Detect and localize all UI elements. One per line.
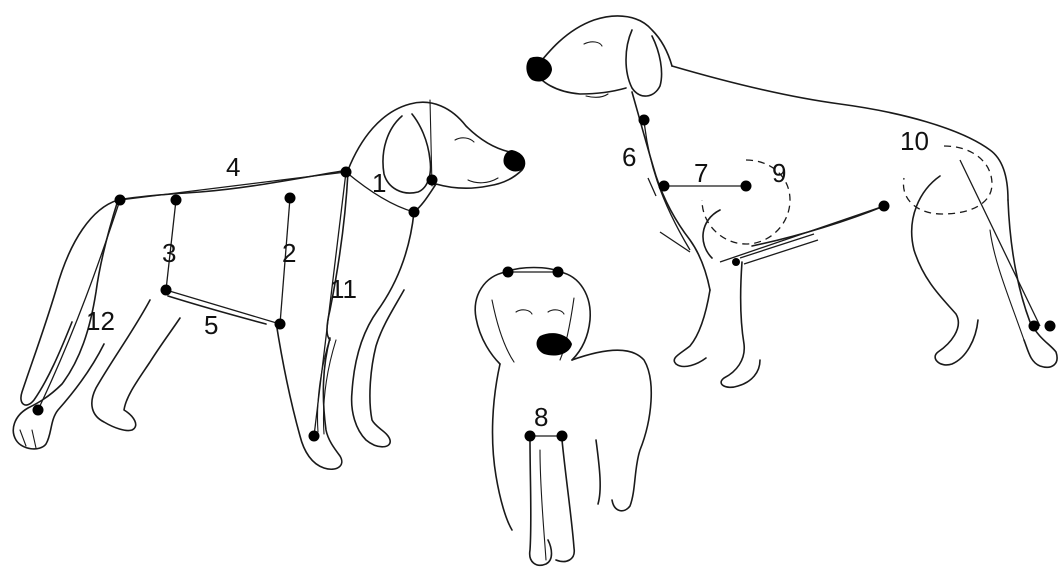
landmark-point xyxy=(171,195,182,206)
label-2: 2 xyxy=(282,238,296,268)
measurement-labels: 1 2 3 4 5 6 7 8 9 10 11 12 xyxy=(86,126,929,432)
label-5: 5 xyxy=(204,310,218,340)
measure-line-5 xyxy=(166,290,280,324)
label-7: 7 xyxy=(694,158,708,188)
landmark-point xyxy=(879,201,890,212)
landmark-point xyxy=(525,431,536,442)
landmark-point xyxy=(503,267,514,278)
nose-right-dog xyxy=(526,57,552,82)
landmark-point xyxy=(557,431,568,442)
landmark-point xyxy=(639,115,650,126)
dog-side-view-right xyxy=(526,16,1057,387)
landmark-point xyxy=(309,431,320,442)
landmark-point xyxy=(275,319,286,330)
landmark-point xyxy=(732,258,740,266)
measure-line-extension xyxy=(720,206,884,262)
landmark-point xyxy=(1029,321,1040,332)
measure-line-tail xyxy=(960,160,1040,326)
label-6: 6 xyxy=(622,142,636,172)
landmark-point xyxy=(341,167,352,178)
measurements-left-dog xyxy=(33,150,526,442)
landmark-point xyxy=(659,181,670,192)
landmark-point xyxy=(741,181,752,192)
measure-line-12 xyxy=(38,200,120,410)
measure-line-11 xyxy=(314,172,346,436)
measurements-right-dog xyxy=(639,115,1056,332)
label-11: 11 xyxy=(330,274,357,304)
dog-front-view-center xyxy=(475,268,651,566)
landmark-point xyxy=(1045,321,1056,332)
landmark-point xyxy=(427,175,438,186)
landmark-point xyxy=(285,193,296,204)
label-12: 12 xyxy=(86,306,115,336)
label-4: 4 xyxy=(226,152,240,182)
landmark-point xyxy=(115,195,126,206)
landmark-point xyxy=(553,267,564,278)
label-9: 9 xyxy=(772,158,786,188)
landmark-point xyxy=(161,285,172,296)
nose-left-dog xyxy=(503,150,525,171)
landmark-point xyxy=(409,207,420,218)
label-10: 10 xyxy=(900,126,929,156)
label-8: 8 xyxy=(534,402,548,432)
label-3: 3 xyxy=(162,238,176,268)
landmark-point xyxy=(33,405,44,416)
label-1: 1 xyxy=(372,168,386,198)
